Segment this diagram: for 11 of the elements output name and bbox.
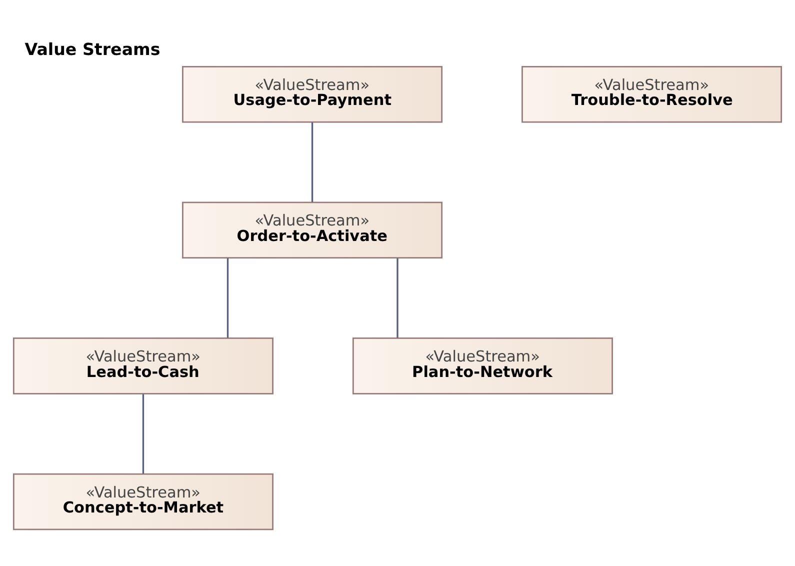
connector xyxy=(311,122,314,202)
node-box: «ValueStream» Concept-to-Market xyxy=(12,472,274,530)
node-box: «ValueStream» Order-to-Activate xyxy=(182,201,443,258)
diagram-title: Value Streams xyxy=(24,40,160,58)
node-box: «ValueStream» Plan-to-Network xyxy=(352,337,613,394)
connector xyxy=(226,258,229,338)
node-box: «ValueStream» Usage-to-Payment xyxy=(182,65,443,122)
connector xyxy=(396,258,398,338)
node-box: «ValueStream» Trouble-to-Resolve xyxy=(522,65,782,122)
connector xyxy=(142,394,144,474)
node-box: «ValueStream» Lead-to-Cash xyxy=(12,337,274,394)
